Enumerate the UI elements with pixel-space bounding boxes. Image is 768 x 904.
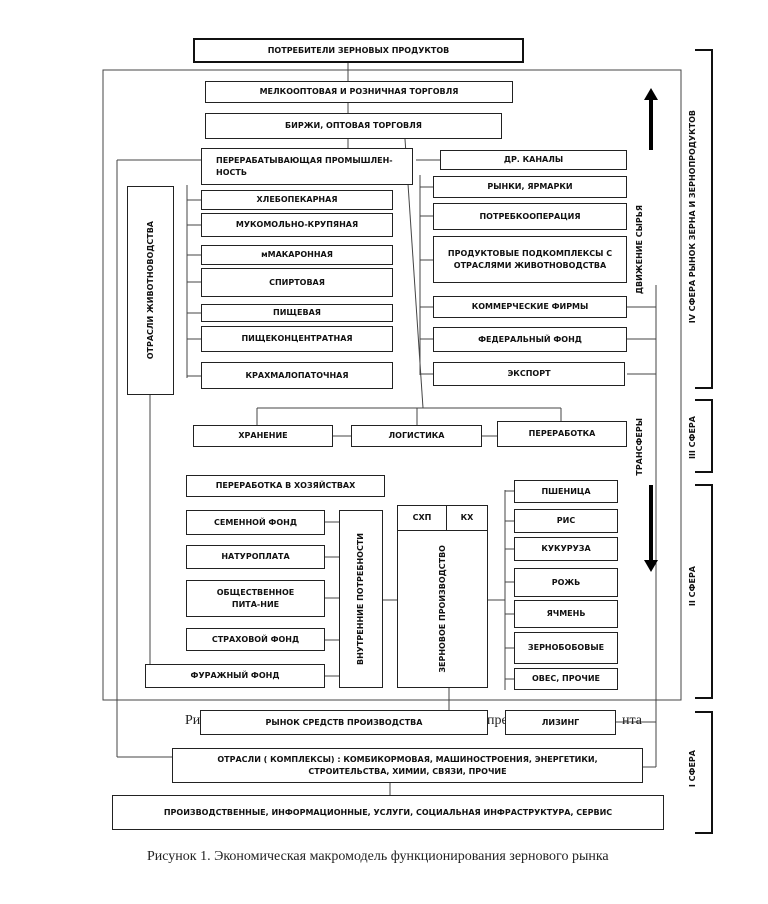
means-market-box: РЫНОК СРЕДСТВ ПРОИЗВОДСТВА xyxy=(200,710,488,735)
internal-item: СЕМЕННОЙ ФОНД xyxy=(186,510,325,535)
raw-movement-label: ДВИЖЕНИЕ СЫРЬЯ xyxy=(635,205,644,295)
grain-production-box: ЗЕРНОВОЕ ПРОИЗВОДСТВО xyxy=(397,530,488,688)
sphere-brackets xyxy=(695,49,713,834)
farm-processing-box: ПЕРЕРАБОТКА В ХОЗЯЙСТВАХ xyxy=(186,475,385,497)
internal-needs-box: ВНУТРЕННИЕ ПОТРЕБНОСТИ xyxy=(339,510,383,688)
reprocessing-box: ПЕРЕРАБОТКА xyxy=(497,421,627,447)
channel-item: РЫНКИ, ЯРМАРКИ xyxy=(433,176,627,198)
sphere-iv-label: IV СФЕРА РЫНОК ЗЕРНА И ЗЕРНОПРОДУКТОВ xyxy=(688,110,697,324)
channel-item: ПОТРЕБКООПЕРАЦИЯ xyxy=(433,203,627,230)
crop-item: ЯЧМЕНЬ xyxy=(514,600,618,628)
internal-item: ОБЩЕСТВЕННОЕ ПИТА-НИЕ xyxy=(186,580,325,617)
crop-item: РОЖЬ xyxy=(514,568,618,597)
internal-item: НАТУРОПЛАТА xyxy=(186,545,325,569)
arrow-down-icon xyxy=(644,485,658,572)
internal-item: ФУРАЖНЫЙ ФОНД xyxy=(145,664,325,688)
sphere-iii-label: III СФЕРА xyxy=(688,416,697,460)
logistics-box: ЛОГИСТИКА xyxy=(351,425,482,447)
channel-item: КОММЕРЧЕСКИЕ ФИРМЫ xyxy=(433,296,627,318)
livestock-box: ОТРАСЛИ ЖИВОТНОВОДСТВА xyxy=(127,186,174,395)
retail-box: МЕЛКООПТОВАЯ И РОЗНИЧНАЯ ТОРГОВЛЯ xyxy=(205,81,513,103)
industries-box: ОТРАСЛИ ( КОМПЛЕКСЫ) : КОМБИКОРМОВАЯ, МА… xyxy=(172,748,643,783)
processing-item: ПИЩЕВАЯ xyxy=(201,304,393,322)
processing-item: мМАКАРОННАЯ xyxy=(201,245,393,265)
consumers-box: ПОТРЕБИТЕЛИ ЗЕРНОВЫХ ПРОДУКТОВ xyxy=(193,38,524,63)
internal-needs-label: ВНУТРЕННИЕ ПОТРЕБНОСТИ xyxy=(356,533,365,665)
hidden-caption-fragment: Ри xyxy=(185,713,201,728)
channel-item: ДР. КАНАЛЫ xyxy=(440,150,627,170)
wholesale-box: БИРЖИ, ОПТОВАЯ ТОРГОВЛЯ xyxy=(205,113,502,139)
kh-box: КХ xyxy=(446,505,488,531)
leasing-box: ЛИЗИНГ xyxy=(505,710,616,735)
figure-caption: Рисунок 1. Экономическая макромодель фун… xyxy=(147,849,609,864)
crop-item: ОВЕС, ПРОЧИЕ xyxy=(514,668,618,690)
sphere-i-label: I СФЕРА xyxy=(688,750,697,788)
processing-item: КРАХМАЛОПАТОЧНАЯ xyxy=(201,362,393,389)
services-box: ПРОИЗВОДСТВЕННЫЕ, ИНФОРМАЦИОННЫЕ, УСЛУГИ… xyxy=(112,795,664,830)
crop-item: РИС xyxy=(514,509,618,533)
channel-item: ЭКСПОРТ xyxy=(433,362,625,386)
processing-industry-box: ПЕРЕРАБАТЫВАЮЩАЯ ПРОМЫШЛЕН-НОСТЬ xyxy=(201,148,413,185)
channel-item: ПРОДУКТОВЫЕ ПОДКОМПЛЕКСЫ С ОТРАСЛЯМИ ЖИВ… xyxy=(433,236,627,283)
market-frame xyxy=(102,69,682,701)
hidden-caption-fragment: нта xyxy=(622,713,642,728)
sphere-ii-label: II СФЕРА xyxy=(688,566,697,607)
processing-item: СПИРТОВАЯ xyxy=(201,268,393,297)
crop-item: ПШЕНИЦА xyxy=(514,480,618,503)
processing-item: ХЛЕБОПЕКАРНАЯ xyxy=(201,190,393,210)
storage-box: ХРАНЕНИЕ xyxy=(193,425,333,447)
schp-box: СХП xyxy=(397,505,447,531)
processing-item: ПИЩЕКОНЦЕНТРАТНАЯ xyxy=(201,326,393,352)
internal-item: СТРАХОВОЙ ФОНД xyxy=(186,628,325,651)
crop-item: ЗЕРНОБОБОВЫЕ xyxy=(514,632,618,664)
channel-item: ФЕДЕРАЛЬНЫЙ ФОНД xyxy=(433,327,627,352)
hidden-caption-fragment: пре xyxy=(487,713,508,728)
grain-production-label: ЗЕРНОВОЕ ПРОИЗВОДСТВО xyxy=(437,545,447,673)
transfers-label: ТРАНСФЕРЫ xyxy=(635,418,644,476)
arrow-up-icon xyxy=(644,88,658,150)
crop-item: КУКУРУЗА xyxy=(514,537,618,561)
livestock-label: ОТРАСЛИ ЖИВОТНОВОДСТВА xyxy=(145,221,155,360)
processing-item: МУКОМОЛЬНО-КРУПЯНАЯ xyxy=(201,213,393,237)
